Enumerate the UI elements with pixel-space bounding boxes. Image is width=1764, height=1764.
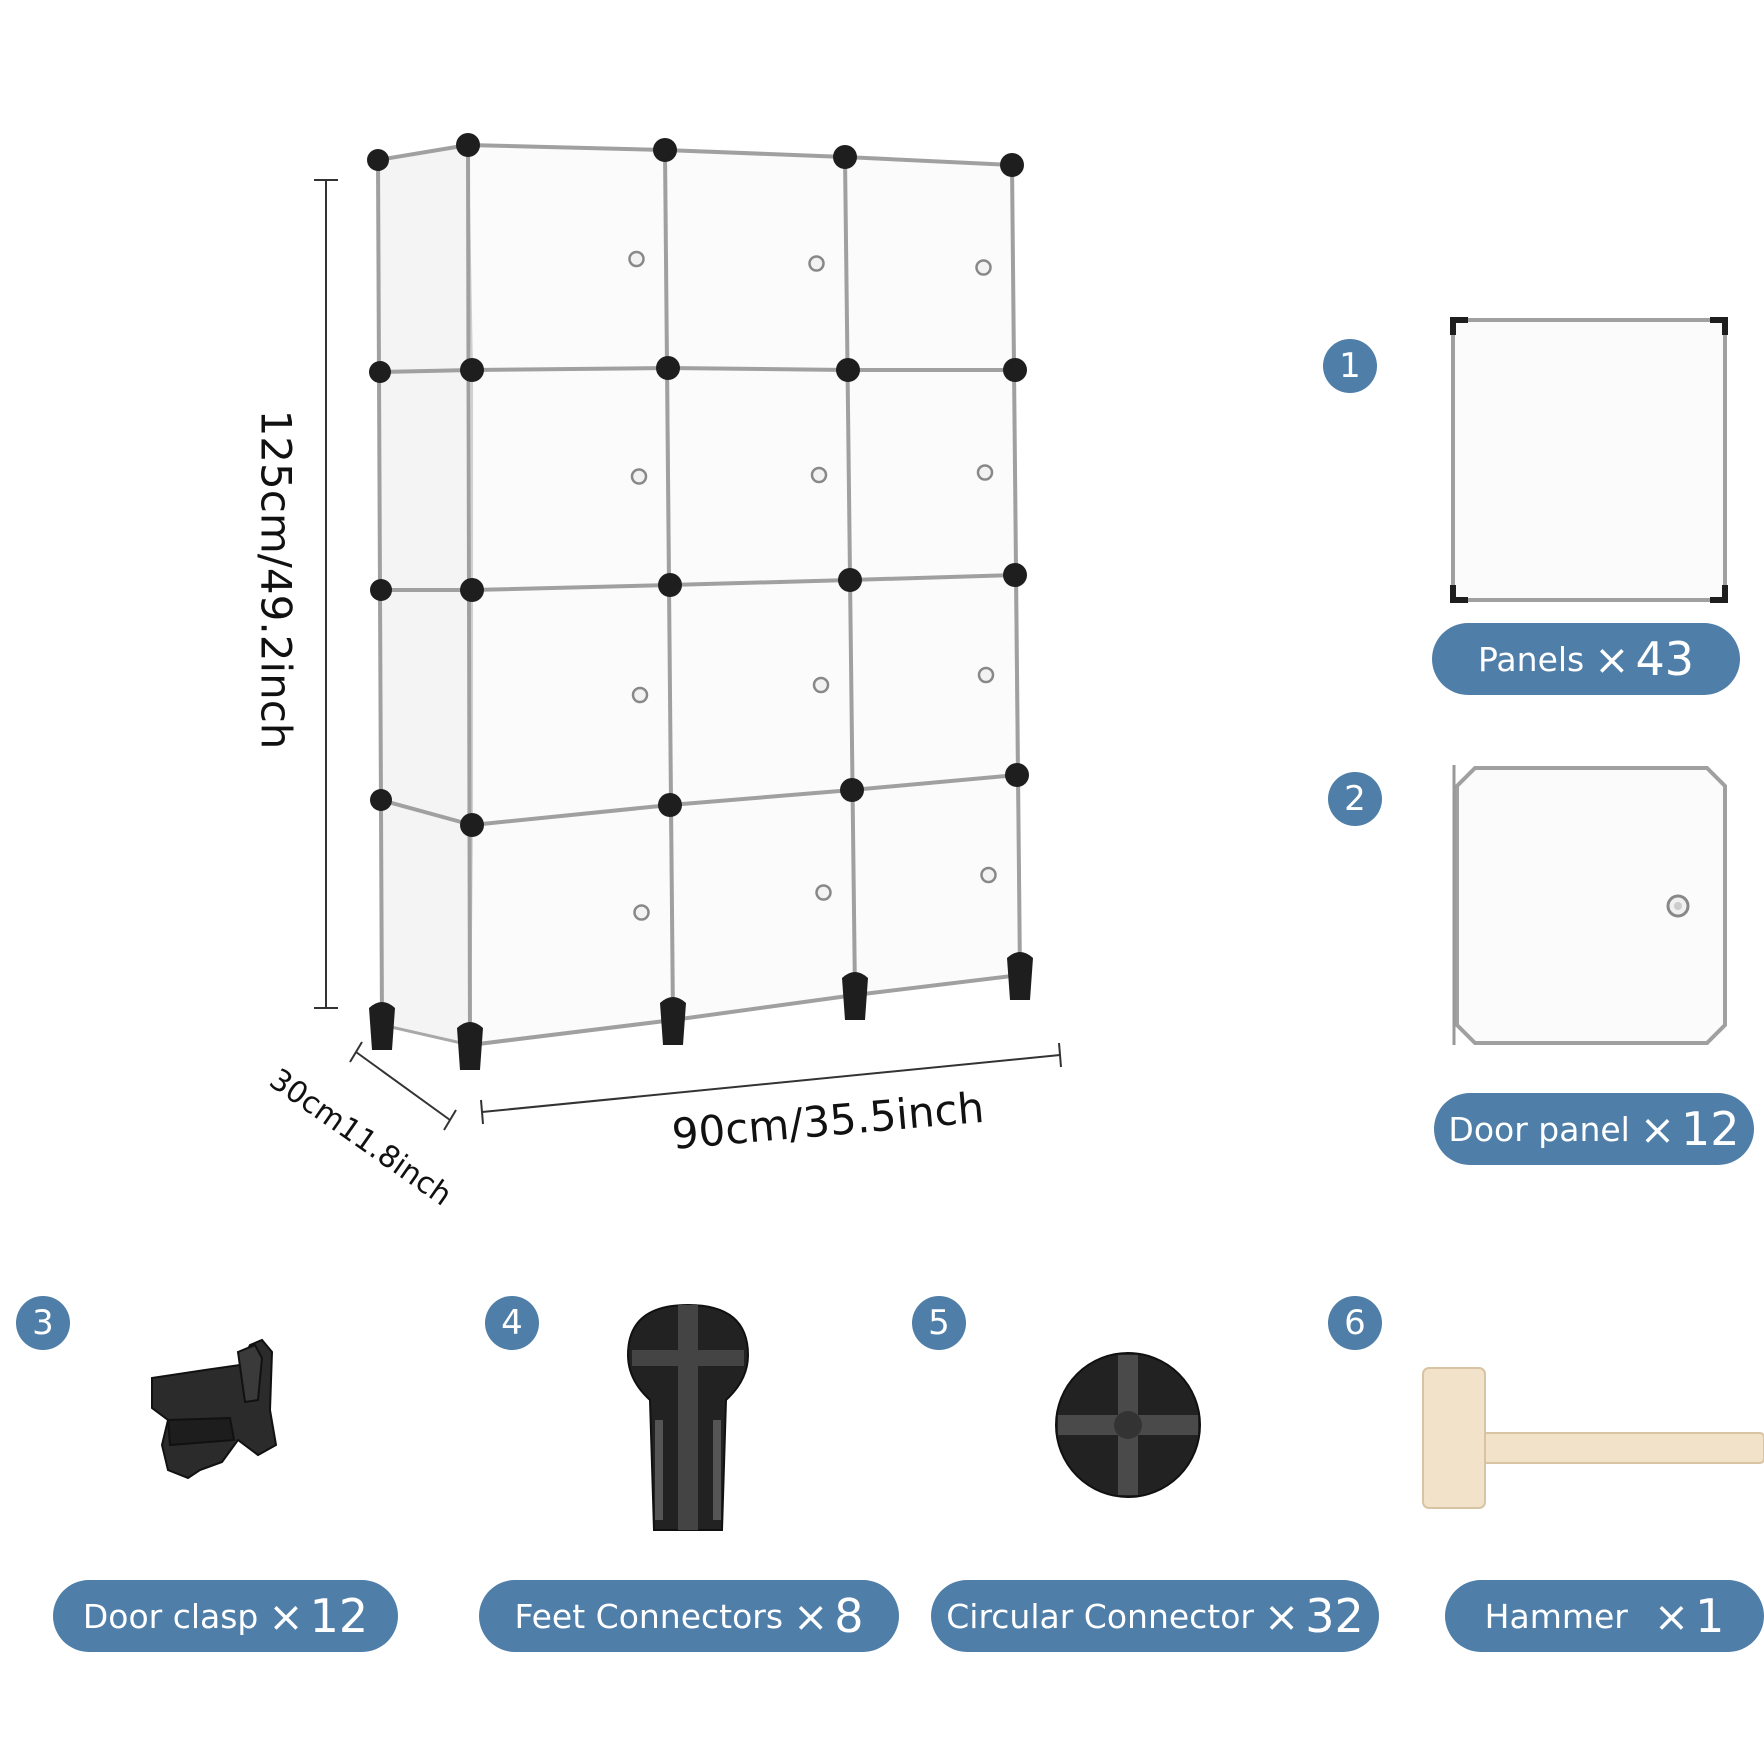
door-clasp-illustration <box>151 1338 278 1480</box>
circular-connector <box>367 149 389 171</box>
circular-connector <box>1003 358 1027 382</box>
door-knob <box>810 466 828 484</box>
cabinet-door <box>669 578 854 807</box>
cabinet-connectors <box>367 133 1029 837</box>
foot-connector <box>1007 952 1033 1000</box>
door-knobs <box>628 250 997 921</box>
circular-connector <box>369 361 391 383</box>
cabinet-door <box>471 583 671 827</box>
door-knob <box>815 884 832 901</box>
part-number-6-badge: 6 <box>1328 1296 1382 1350</box>
multiply-icon: × <box>1639 1104 1676 1154</box>
part-quantity: 12 <box>309 1589 369 1643</box>
circular-connector <box>656 356 680 380</box>
feet-connector-illustration <box>626 1303 750 1531</box>
part-number-3-badge: 3 <box>16 1296 70 1350</box>
part-label: Hammer <box>1484 1596 1628 1636</box>
cabinet-door <box>468 803 675 1047</box>
cabinet-side-panel <box>376 143 472 1047</box>
circular-connector <box>370 789 392 811</box>
circular-connector <box>658 793 682 817</box>
foot-connector <box>842 972 868 1020</box>
circular-connector <box>1000 153 1024 177</box>
cabinet-door <box>850 773 1022 997</box>
foot-connector <box>457 1022 483 1070</box>
door-knob <box>977 666 995 684</box>
part-label: Circular Connector <box>946 1596 1254 1636</box>
height-dimension-label: 125cm/49.2inch <box>251 409 301 750</box>
door-clasp-quantity-label: Door clasp × 12 <box>53 1580 398 1652</box>
part-number-2-badge: 2 <box>1328 772 1382 826</box>
circular-connector <box>840 778 864 802</box>
circular-connector-quantity-label: Circular Connector × 32 <box>931 1580 1379 1652</box>
part-quantity: 12 <box>1681 1102 1740 1156</box>
part-number-1-badge: 1 <box>1323 339 1377 393</box>
door-knob <box>980 866 997 884</box>
cabinet-doors <box>466 143 1022 1047</box>
circular-connector <box>658 573 682 597</box>
foot-connector <box>369 1002 395 1050</box>
cabinet-door <box>668 788 857 1022</box>
circular-connector <box>1003 563 1027 587</box>
door-panel-illustration <box>1452 765 1727 1045</box>
circular-connector <box>653 138 677 162</box>
part-label: Panels <box>1478 639 1585 679</box>
circular-connector <box>460 358 484 382</box>
cabinet-door <box>848 573 1019 792</box>
cube-storage-cabinet <box>367 133 1033 1070</box>
door-knob <box>633 904 650 921</box>
circular-connector <box>838 568 862 592</box>
part-number-5-badge: 5 <box>912 1296 966 1350</box>
door-knob <box>631 686 649 704</box>
circular-connector <box>460 813 484 837</box>
cabinet-feet <box>369 952 1033 1070</box>
multiply-icon: × <box>1653 1591 1690 1641</box>
width-dimension-line <box>481 1054 1061 1113</box>
part-label: Feet Connectors <box>514 1596 784 1636</box>
part-quantity: 1 <box>1695 1589 1725 1643</box>
door-knob <box>812 676 830 694</box>
door-knob <box>975 259 992 276</box>
circular-connector <box>833 145 857 169</box>
hammer-illustration <box>1422 1367 1764 1509</box>
door-knob <box>808 255 825 272</box>
circular-connector <box>370 579 392 601</box>
part-quantity: 8 <box>834 1589 864 1643</box>
door-knob <box>628 250 645 268</box>
multiply-icon: × <box>1594 634 1630 684</box>
panels-quantity-label: Panels × 43 <box>1432 623 1740 695</box>
dimension-lines <box>314 179 1062 1131</box>
multiply-icon: × <box>793 1591 829 1641</box>
part-quantity: 43 <box>1635 632 1694 686</box>
panel-illustration <box>1450 317 1728 603</box>
part-label: Door clasp <box>82 1596 259 1636</box>
circular-connector <box>836 358 860 382</box>
door-knob <box>630 468 648 485</box>
foot-connector <box>660 997 686 1045</box>
circular-connector <box>460 578 484 602</box>
circular-connector <box>1005 763 1029 787</box>
part-label: Door panel <box>1448 1109 1630 1149</box>
door-knob <box>976 464 994 481</box>
circular-connector <box>456 133 480 157</box>
part-number-4-badge: 4 <box>485 1296 539 1350</box>
hammer-quantity-label: Hammer × 1 <box>1445 1580 1764 1652</box>
door-panel-quantity-label: Door panel × 12 <box>1434 1093 1754 1165</box>
part-quantity: 32 <box>1305 1589 1364 1643</box>
circular-connector-illustration <box>1055 1352 1201 1498</box>
depth-dimension-line <box>355 1051 451 1121</box>
multiply-icon: × <box>268 1591 304 1641</box>
feet-connectors-quantity-label: Feet Connectors × 8 <box>479 1580 899 1652</box>
multiply-icon: × <box>1264 1591 1300 1641</box>
